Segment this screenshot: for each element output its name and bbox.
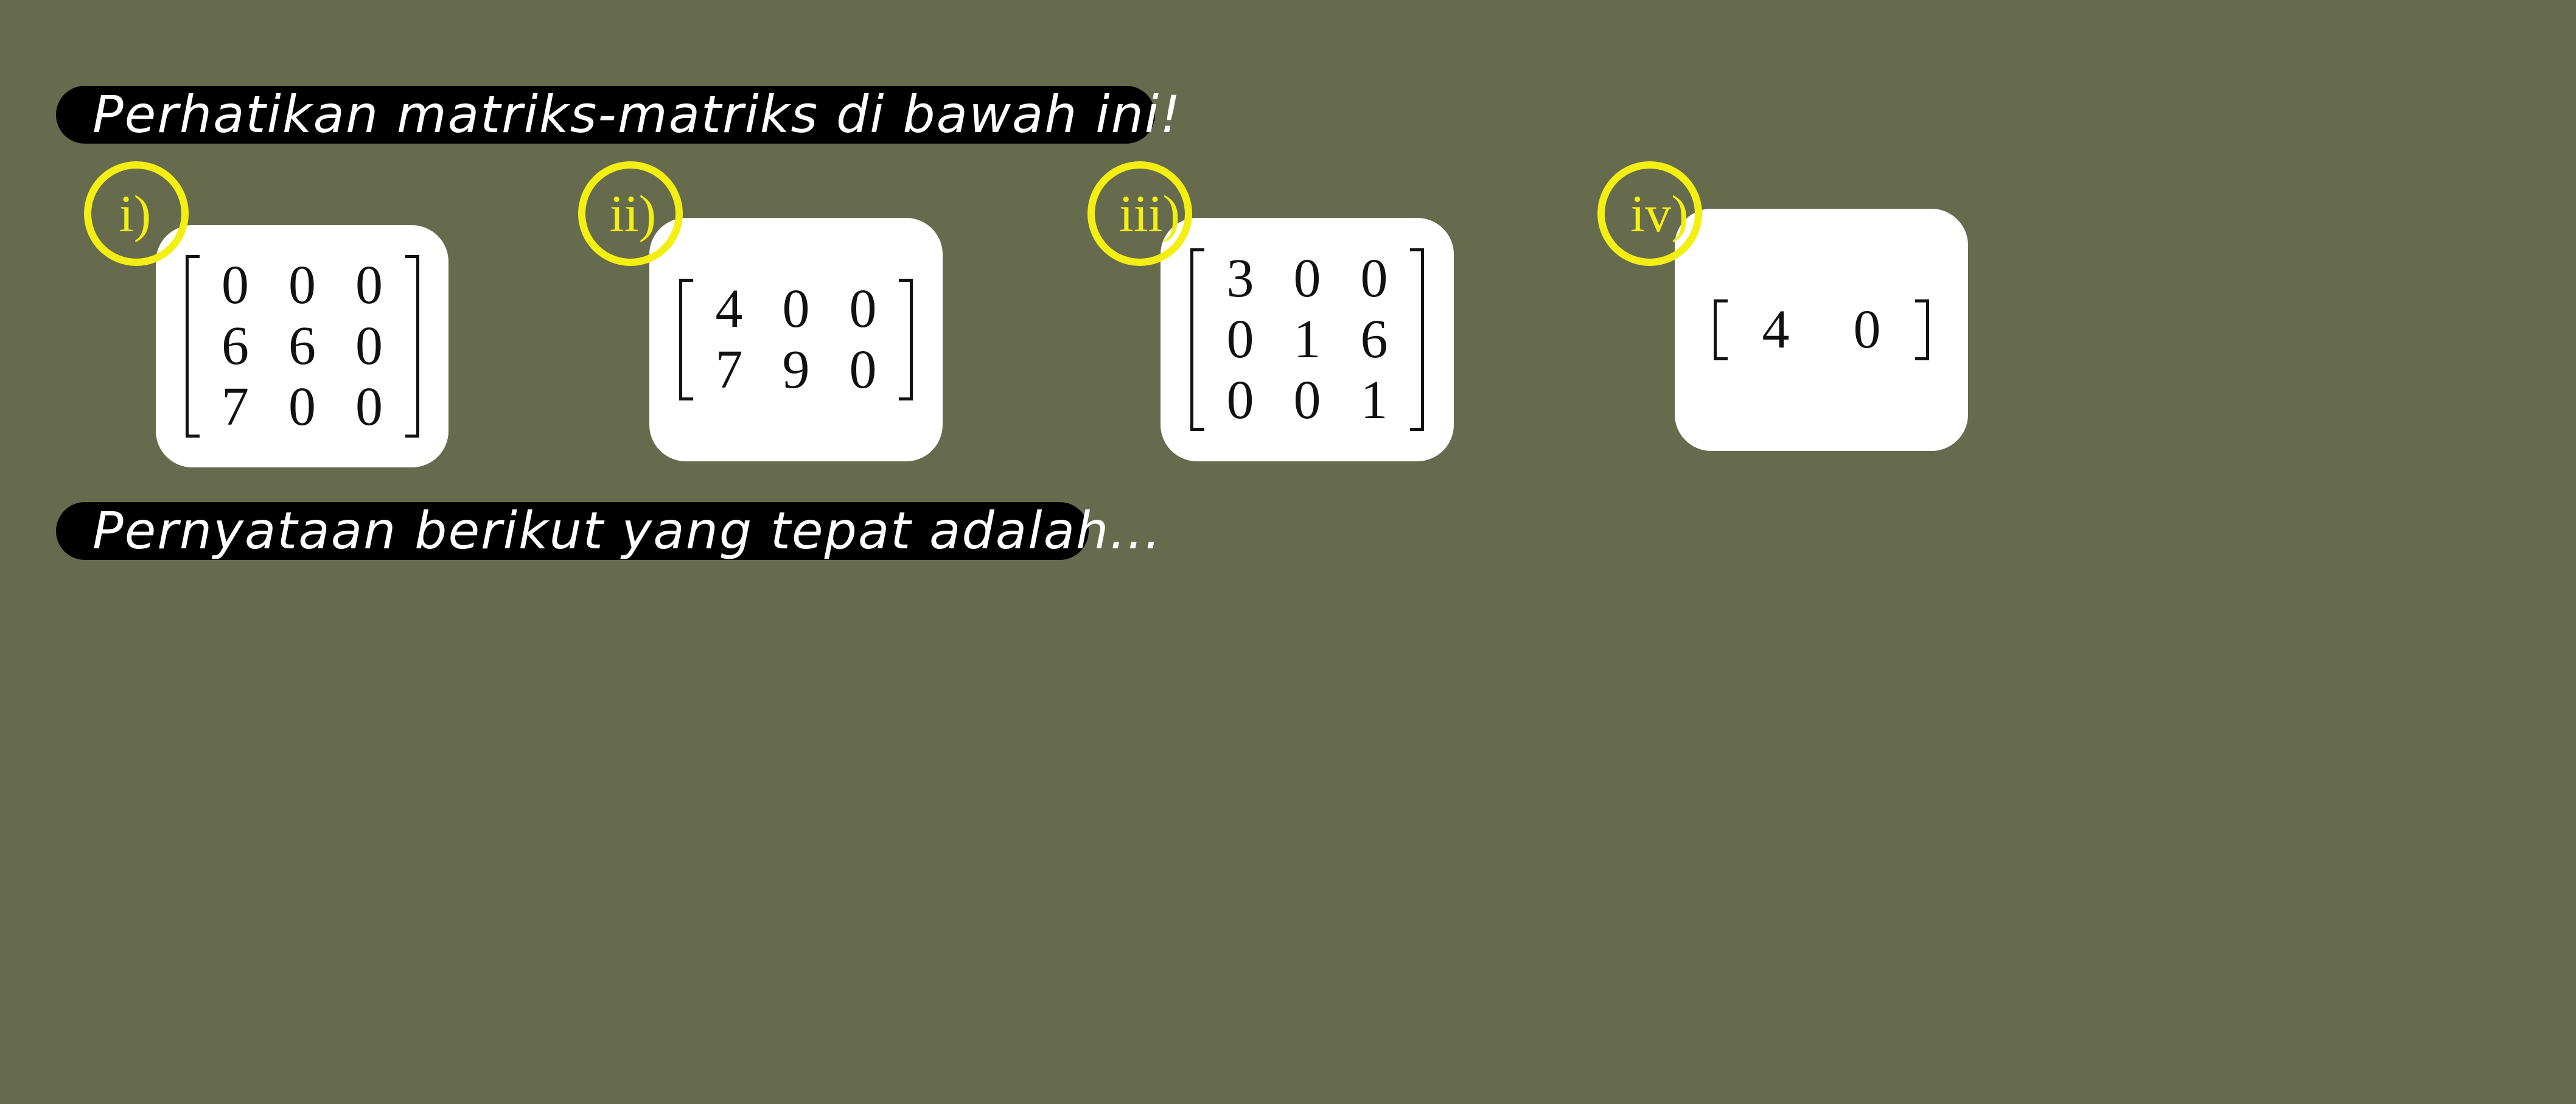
matrix-2: 4 0 0 7 9 0 (679, 279, 913, 400)
matrix-cell: 0 (288, 377, 316, 437)
instruction-text: Perhatikan matriks-matriks di bawah ini! (92, 85, 1182, 144)
matrix-cell: 3 (1226, 248, 1254, 309)
matrix-cell: 6 (288, 316, 316, 376)
question-text: Pernyataan berikut yang tepat adalah... (92, 501, 1162, 561)
matrix-grid-3: 3 0 0 0 1 6 0 0 1 (1204, 248, 1410, 431)
matrix-cell: 0 (222, 255, 249, 315)
left-bracket (1714, 299, 1728, 360)
matrix-label-text: i) (119, 184, 152, 243)
matrix-cell: 0 (1293, 370, 1321, 430)
left-bracket (679, 279, 693, 400)
matrix-cell: 4 (715, 279, 743, 339)
matrix-cell: 4 (1762, 299, 1790, 360)
matrix-cell: 0 (355, 255, 383, 315)
matrix-cell: 0 (1293, 248, 1321, 309)
matrix-grid-4: 4 0 (1728, 299, 1915, 360)
matrix-cell: 6 (1360, 309, 1388, 369)
question-banner: Pernyataan berikut yang tepat adalah... (56, 502, 1161, 560)
left-bracket (185, 255, 200, 438)
matrix-label-2: ii) (578, 161, 683, 266)
matrix-grid-2: 4 0 0 7 9 0 (693, 279, 899, 400)
matrix-4: 4 0 (1714, 299, 1929, 360)
instruction-banner: Perhatikan matriks-matriks di bawah ini! (56, 86, 1181, 144)
matrix-label-text: iii) (1119, 184, 1181, 243)
matrix-label-text: ii) (609, 184, 657, 243)
right-bracket (1410, 248, 1424, 431)
matrix-cell: 1 (1360, 370, 1388, 430)
matrix-cell: 9 (782, 340, 810, 400)
matrix-card-4: 4 0 (1675, 209, 1968, 451)
matrix-cell: 0 (355, 316, 383, 376)
matrix-cell: 6 (222, 316, 249, 376)
matrix-cell: 0 (1226, 370, 1254, 430)
matrix-cell: 7 (715, 340, 743, 400)
matrix-cell: 0 (288, 255, 316, 315)
matrix-cell: 1 (1293, 309, 1321, 369)
matrix-card-3: 3 0 0 0 1 6 0 0 1 (1161, 218, 1454, 461)
right-bracket (899, 279, 913, 400)
matrix-card-2: 4 0 0 7 9 0 (649, 218, 943, 461)
matrix-label-4: iv) (1597, 161, 1702, 266)
matrix-cell: 0 (1853, 299, 1881, 360)
right-bracket (405, 255, 419, 438)
matrix-cell: 0 (1360, 248, 1388, 309)
matrix-label-1: i) (84, 161, 189, 266)
matrix-cell: 7 (222, 377, 249, 437)
matrix-1: 0 0 0 6 6 0 7 0 0 (185, 255, 419, 438)
matrix-cell: 0 (355, 377, 383, 437)
matrix-cell: 0 (782, 279, 810, 339)
matrix-card-1: 0 0 0 6 6 0 7 0 0 (156, 225, 449, 467)
left-bracket (1190, 248, 1204, 431)
matrix-label-text: iv) (1630, 184, 1689, 243)
matrix-cell: 0 (849, 340, 877, 400)
matrix-cell: 0 (849, 279, 877, 339)
matrix-3: 3 0 0 0 1 6 0 0 1 (1190, 248, 1424, 431)
matrix-grid-1: 0 0 0 6 6 0 7 0 0 (200, 255, 405, 438)
matrix-cell: 0 (1226, 309, 1254, 369)
right-bracket (1915, 299, 1929, 360)
matrix-label-3: iii) (1087, 161, 1192, 266)
